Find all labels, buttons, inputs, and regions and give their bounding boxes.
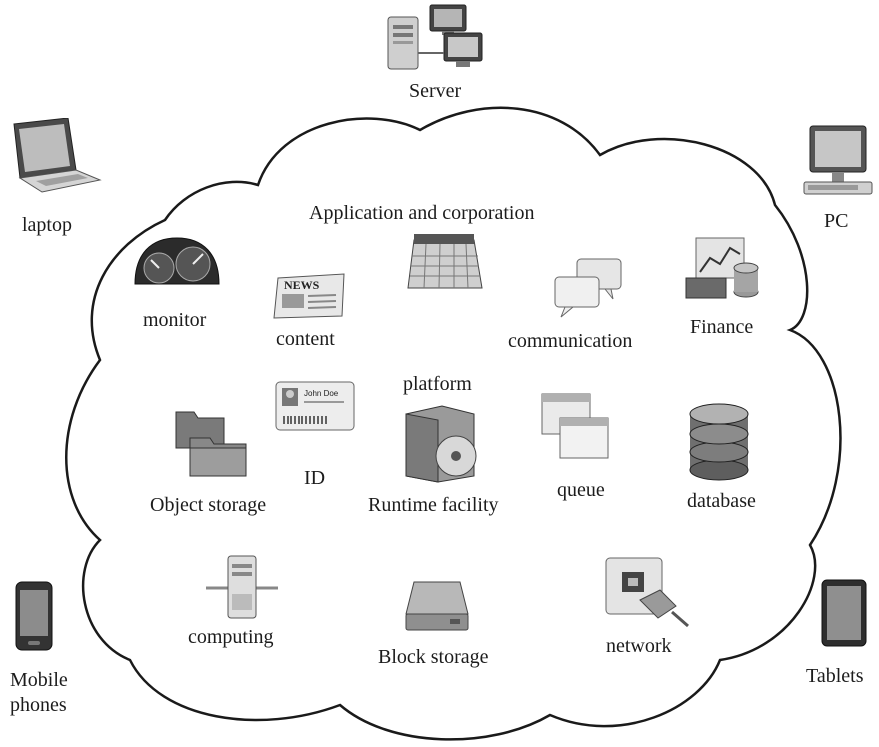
tablet-icon — [820, 578, 868, 648]
server-label: Server — [409, 80, 462, 102]
hard-drive-icon — [404, 578, 470, 634]
laptop-label: laptop — [22, 214, 72, 236]
pc-label: PC — [824, 210, 849, 232]
queue-label: queue — [557, 479, 605, 501]
network-label: network — [606, 635, 672, 657]
mobile-phone-icon — [14, 580, 54, 652]
finance-icon — [684, 236, 764, 302]
id-card-icon: John Doe — [274, 380, 356, 432]
folder-icon — [172, 404, 252, 478]
object-storage-label: Object storage — [150, 494, 267, 516]
computing-label: computing — [188, 626, 274, 648]
network-jack-icon — [604, 556, 690, 628]
communication-label: communication — [508, 330, 633, 352]
laptop-icon — [6, 117, 102, 196]
calendar-icon — [404, 232, 484, 294]
mobile-label-line1: Mobile — [10, 669, 68, 691]
application-title: Application and corporation — [309, 202, 535, 224]
id-card-name: John Doe — [304, 389, 339, 398]
cloud-outline — [65, 106, 842, 741]
queue-windows-icon — [540, 392, 610, 464]
news-masthead: NEWS — [284, 278, 320, 292]
content-label: content — [276, 328, 335, 350]
runtime-disc-icon — [402, 404, 478, 484]
id-label: ID — [304, 467, 326, 489]
dashboard-icon — [131, 234, 223, 290]
newspaper-icon: NEWS — [272, 272, 348, 320]
mobile-label-line2: phones — [10, 694, 67, 716]
database-label: database — [687, 490, 756, 512]
platform-label: platform — [403, 373, 472, 395]
database-icon — [686, 402, 752, 482]
pc-icon — [800, 124, 874, 200]
finance-label: Finance — [690, 316, 754, 338]
block-storage-label: Block storage — [378, 646, 489, 668]
server-icon — [384, 3, 489, 75]
computing-server-icon — [206, 554, 278, 620]
runtime-label: Runtime facility — [368, 494, 499, 516]
tablets-label: Tablets — [806, 665, 864, 687]
chat-icon — [553, 257, 625, 319]
monitor-label: monitor — [143, 309, 207, 331]
